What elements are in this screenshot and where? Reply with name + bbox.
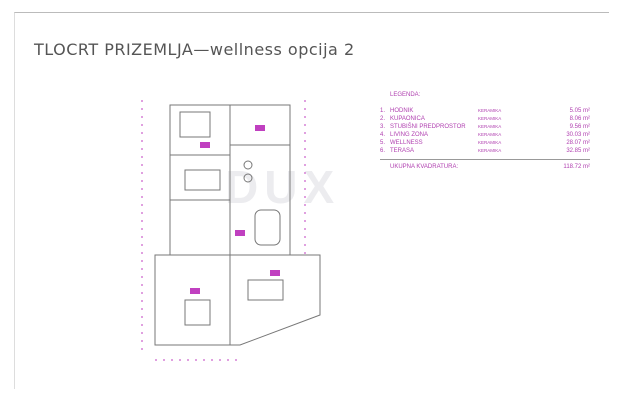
item-material: KERAMIKA: [478, 148, 502, 153]
item-number: 6.: [380, 148, 386, 154]
legend-item: 1. HODNIK KERAMIKA 5.05 m²: [380, 107, 590, 115]
item-name: STUBIŠNI PREDPROSTOR: [390, 124, 466, 130]
room-tag: [235, 230, 245, 236]
item-material: KERAMIKA: [478, 140, 502, 145]
watermark-logo: DUX: [225, 161, 341, 213]
legend-heading: LEGENDA:: [390, 92, 421, 98]
drawing-frame: [14, 12, 609, 389]
table: [247, 279, 284, 301]
legend: LEGENDA: 1. HODNIK KERAMIKA 5.05 m² 2. KUPAON…: [380, 92, 590, 170]
item-name: HODNIK: [390, 108, 414, 114]
bathtub: [254, 209, 281, 246]
item-number: 5.: [380, 140, 386, 146]
floor-plan: [141, 100, 321, 361]
legend-divider: [380, 159, 590, 160]
item-material: KERAMIKA: [478, 124, 502, 129]
pool: [184, 299, 211, 326]
item-area: 30.03 m²: [566, 132, 590, 138]
stairs: [184, 169, 221, 191]
item-area: 9.56 m²: [569, 124, 590, 130]
item-number: 1.: [380, 108, 386, 114]
legend-item: 4. LIVING ZONA KERAMIKA 30.03 m²: [380, 131, 590, 139]
item-material: KERAMIKA: [478, 108, 502, 113]
item-number: 2.: [380, 116, 386, 122]
item-material: KERAMIKA: [478, 116, 502, 121]
item-material: KERAMIKA: [478, 132, 502, 137]
item-name: WELLNESS: [390, 140, 423, 146]
item-name: LIVING ZONA: [390, 132, 429, 138]
item-area: 28.07 m²: [566, 140, 590, 146]
item-name: TERASA: [390, 148, 415, 154]
terrace-outline: [229, 254, 321, 346]
item-number: 3.: [380, 124, 386, 130]
legend-total: UKUPNA KVADRATURA: 118.72 m²: [390, 164, 590, 170]
drawing-title: TLOCRT PRIZEMLJA—wellness opcija 2: [34, 40, 355, 59]
legend-item: 5. WELLNESS KERAMIKA 28.07 m²: [380, 139, 590, 147]
room-tag: [200, 142, 210, 148]
item-number: 4.: [380, 132, 386, 138]
legend-item: 6. TERASA KERAMIKA 32.85 m²: [380, 147, 590, 155]
item-area: 8.06 m²: [569, 116, 590, 122]
item-area: 32.85 m²: [566, 148, 590, 154]
bed: [179, 111, 211, 138]
room-tag: [190, 288, 200, 294]
legend-item: 3. STUBIŠNI PREDPROSTOR KERAMIKA 9.56 m²: [380, 123, 590, 131]
room-tag: [255, 125, 265, 131]
total-area: 118.72 m²: [563, 164, 590, 170]
legend-item: 2. KUPAONICA KERAMIKA 8.06 m²: [380, 115, 590, 123]
item-area: 5.05 m²: [569, 108, 590, 114]
item-name: KUPAONICA: [390, 116, 425, 122]
total-label: UKUPNA KVADRATURA:: [390, 164, 459, 170]
room-tag: [270, 270, 280, 276]
